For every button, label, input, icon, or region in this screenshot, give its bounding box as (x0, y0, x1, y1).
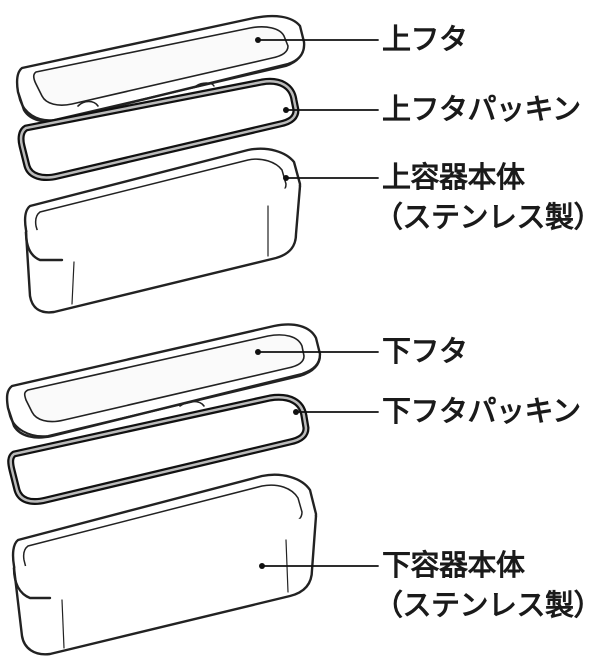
label-lower-container-material: （ステンレス製） (374, 588, 603, 622)
upper-container-drawing (23, 147, 302, 314)
leader-lower-lid-packing (293, 409, 379, 415)
label-upper-lid: 上フタ (382, 22, 468, 56)
label-lower-container-name: 下容器本体 (382, 548, 525, 582)
leader-upper-lid-packing (283, 107, 379, 113)
label-upper-container-name: 上容器本体 (382, 160, 525, 194)
leader-lower-lid (255, 349, 379, 355)
label-upper-lid-packing: 上フタパッキン (382, 92, 581, 126)
lower-lid-drawing (5, 323, 322, 439)
label-upper-container-material: （ステンレス製） (374, 200, 603, 234)
label-lower-lid-packing: 下フタパッキン (382, 394, 581, 428)
upper-lid-drawing (15, 14, 306, 123)
leader-lower-container (259, 563, 379, 569)
label-lower-lid: 下フタ (382, 334, 468, 368)
leader-lines (255, 37, 379, 569)
lower-container-drawing (11, 473, 318, 656)
leader-upper-lid (255, 37, 379, 43)
leader-upper-container (283, 175, 379, 181)
upper-lid-packing-drawing (17, 77, 300, 182)
lower-lid-packing-drawing (7, 393, 310, 506)
